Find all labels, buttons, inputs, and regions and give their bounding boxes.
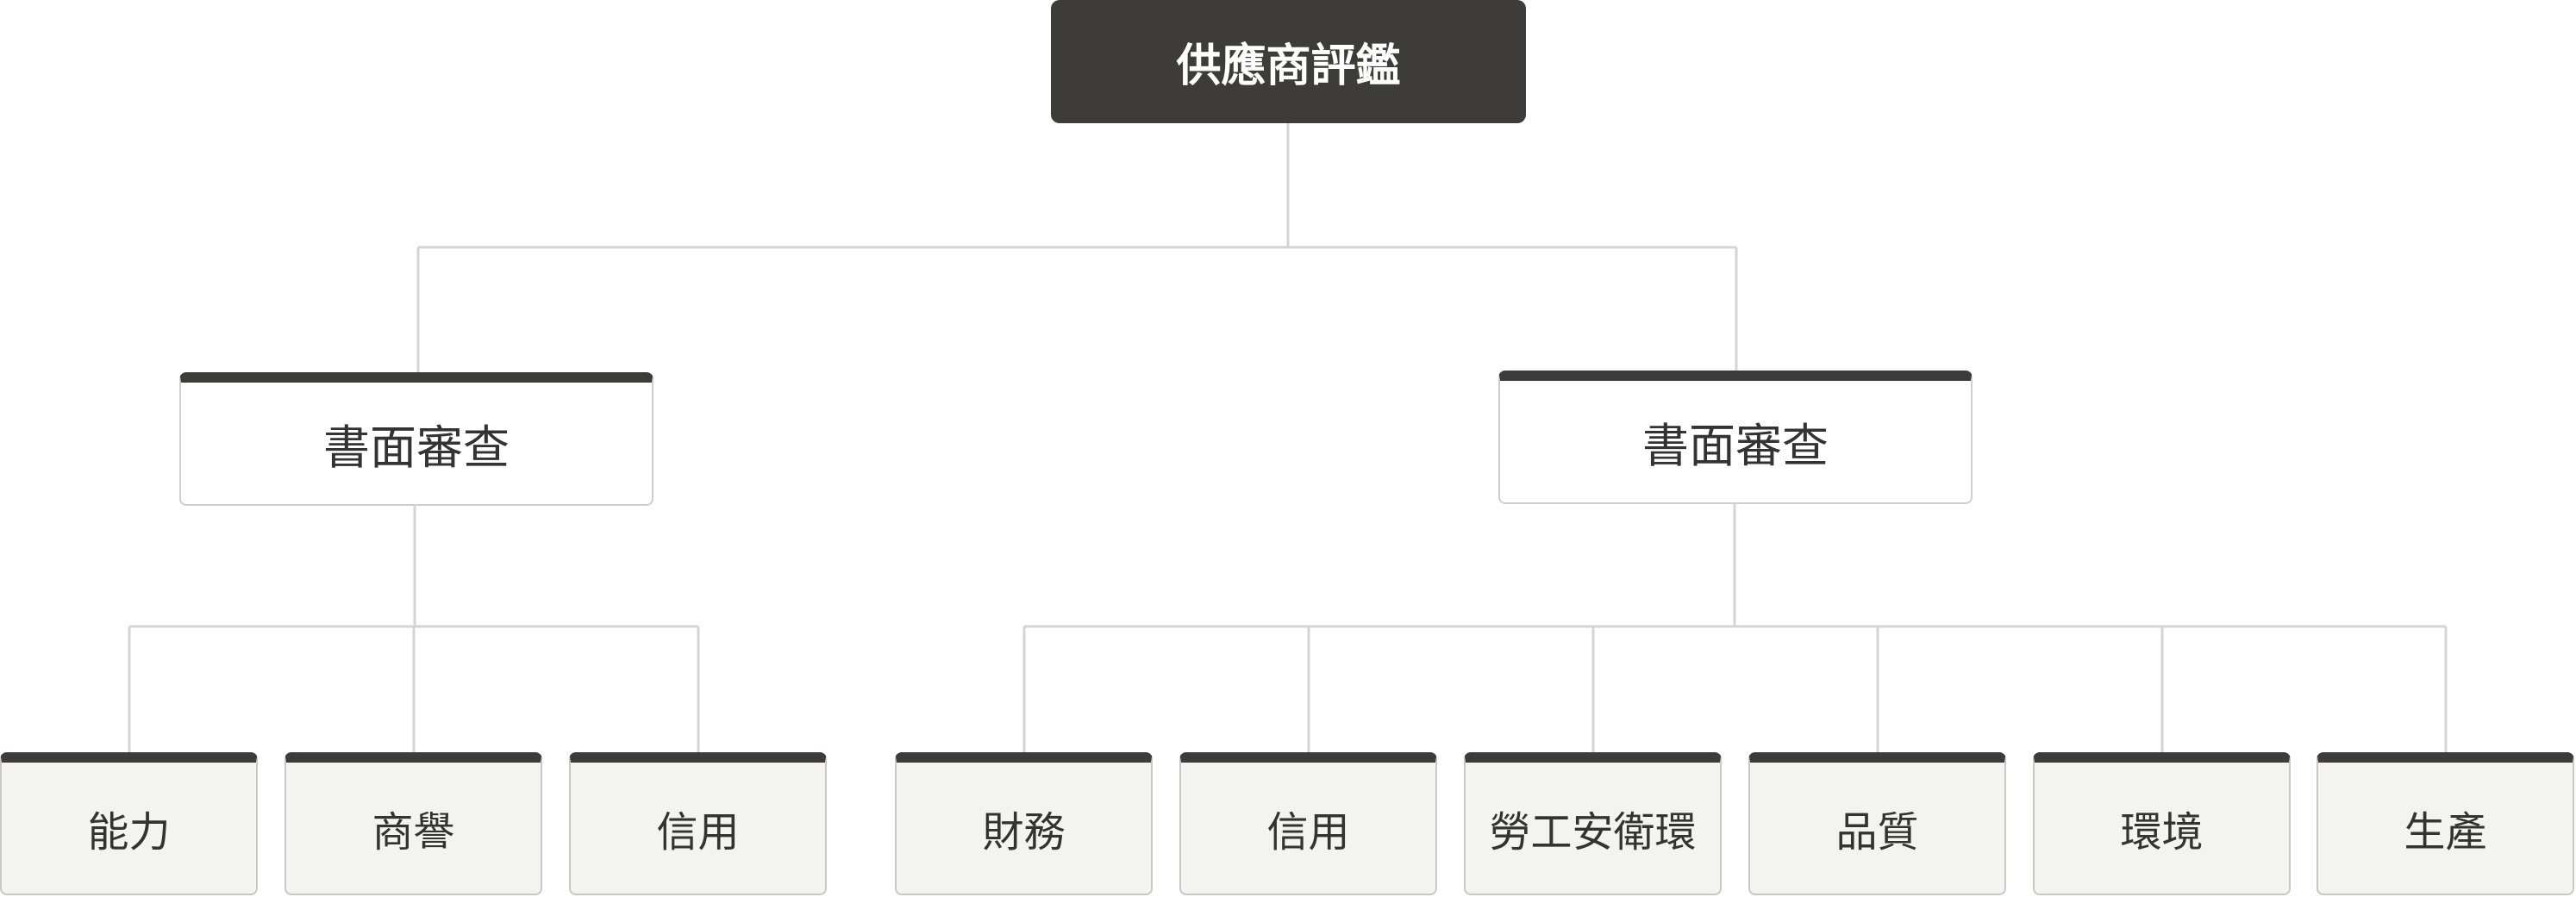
branch-node-2: 書面審查 bbox=[1498, 371, 1973, 504]
leaf-node: 勞工安衛環 bbox=[1464, 752, 1722, 895]
leaf-node: 財務 bbox=[895, 752, 1153, 895]
branch-label: 書面審查 bbox=[1642, 419, 1829, 473]
leaf-label: 商譽 bbox=[372, 808, 455, 857]
root-label: 供應商評鑑 bbox=[1176, 40, 1401, 92]
leaf-node: 能力 bbox=[0, 752, 258, 895]
leaf-node: 品質 bbox=[1748, 752, 2006, 895]
root-node: 供應商評鑑 bbox=[1051, 0, 1526, 123]
branch-node-1: 書面審查 bbox=[179, 372, 653, 506]
leaf-label: 環境 bbox=[2120, 808, 2204, 857]
leaf-node: 信用 bbox=[1179, 752, 1437, 895]
leaf-node: 信用 bbox=[569, 752, 827, 895]
leaf-node: 環境 bbox=[2033, 752, 2291, 895]
leaf-label: 信用 bbox=[1266, 808, 1350, 857]
leaf-label: 信用 bbox=[656, 808, 740, 857]
leaf-label: 品質 bbox=[1835, 808, 1919, 857]
leaf-label: 生產 bbox=[2404, 808, 2487, 857]
leaf-label: 能力 bbox=[87, 808, 171, 857]
leaf-node: 商譽 bbox=[284, 752, 542, 895]
leaf-label: 財務 bbox=[982, 808, 1066, 857]
leaf-label: 勞工安衛環 bbox=[1489, 808, 1697, 857]
leaf-node: 生產 bbox=[2317, 752, 2574, 895]
branch-label: 書面審查 bbox=[323, 420, 510, 475]
